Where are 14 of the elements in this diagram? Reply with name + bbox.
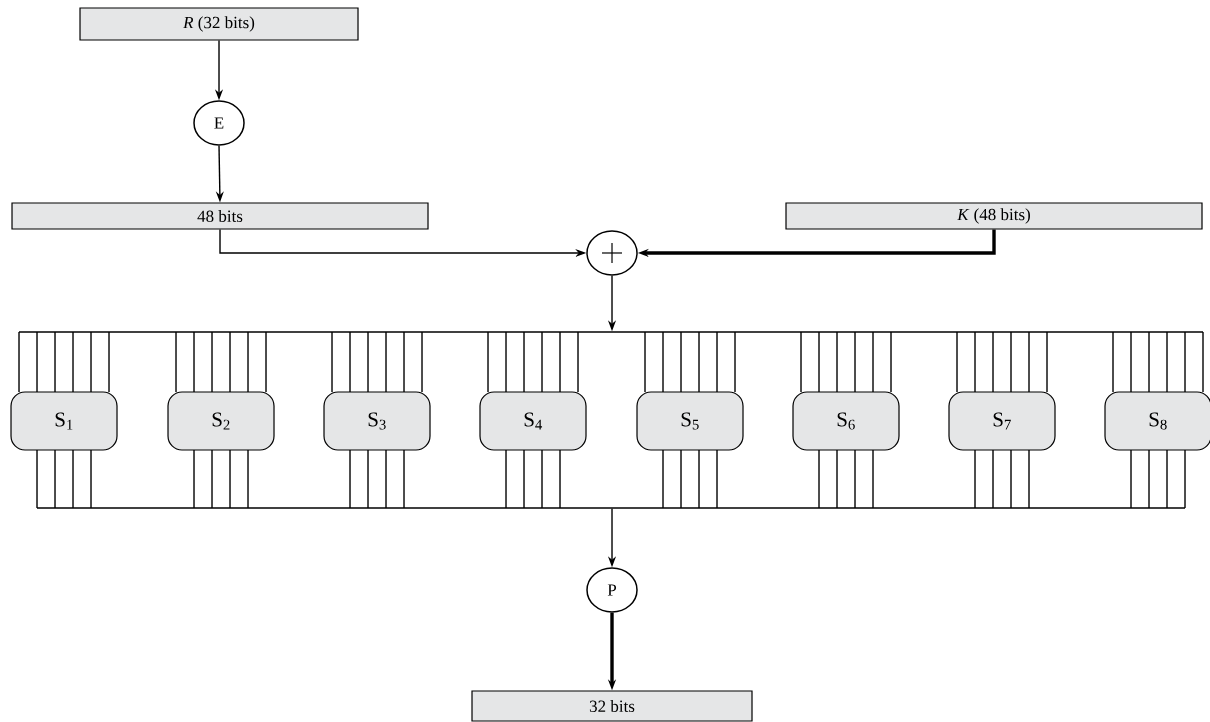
s-box: S$_{7}$ [948, 391, 1056, 451]
s-box: S$_{6}$ [792, 391, 900, 451]
bit-block-box: R (32 bits) [79, 7, 359, 41]
bit-block-box: K (48 bits) [785, 202, 1203, 230]
bit-block-box: 32 bits [471, 690, 753, 722]
s-box: S$_{8}$ [1104, 391, 1210, 451]
bus-wiring-drawing [18, 331, 1204, 509]
xor-circle [586, 230, 638, 276]
s-box: S$_{4}$ [479, 391, 587, 451]
s-box: S$_{3}$ [323, 391, 431, 451]
bit-block-box: 48 bits [11, 202, 429, 230]
s-box: S$_{2}$ [167, 391, 275, 451]
s-box: S$_{1}$ [10, 391, 118, 451]
s-box: S$_{5}$ [636, 391, 744, 451]
